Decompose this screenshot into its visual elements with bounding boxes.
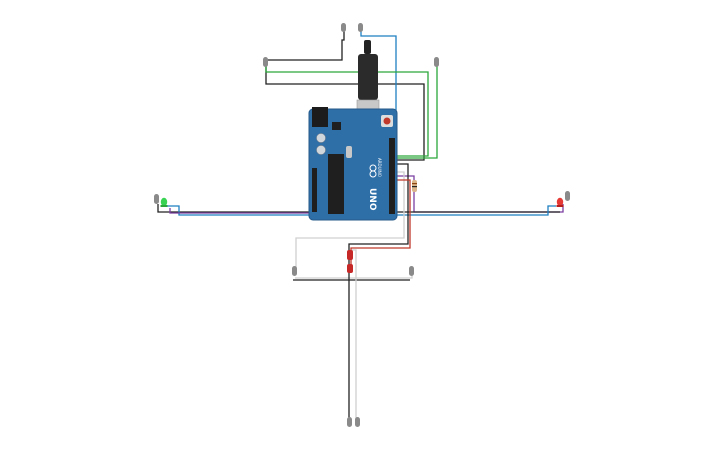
led-red-bottom-2[interactable] [347, 264, 353, 273]
wire-purple-right[interactable] [396, 175, 564, 213]
power-jack [312, 107, 328, 127]
wire-green-1[interactable] [265, 66, 429, 157]
resistor-band-1 [412, 183, 417, 185]
led-red-right-base [556, 205, 564, 207]
led-red-right-dome [556, 197, 564, 207]
led-red-right[interactable] [556, 197, 564, 207]
sensor-lower-right[interactable] [409, 266, 414, 276]
sensor-bottom-pair[interactable] [347, 417, 360, 427]
logo-infinity-right [369, 170, 377, 178]
sensor-top-pair[interactable] [341, 23, 363, 32]
atmega-chip [328, 154, 344, 214]
sensor-lower-left[interactable] [292, 266, 297, 276]
wire-white-left[interactable] [295, 171, 405, 270]
wire-group [157, 30, 564, 420]
sensor-bulb-upper-right [434, 57, 439, 67]
led-green-dome [160, 197, 168, 207]
crystal [346, 146, 352, 158]
wire-white-right[interactable] [295, 275, 413, 279]
arduino-uno-board[interactable]: UNO ARDUINO [308, 107, 398, 221]
capacitor-1 [316, 133, 326, 143]
led-red-bottom-1[interactable] [347, 250, 353, 260]
led-red-bottom-2-body [347, 264, 353, 273]
led-green[interactable] [160, 197, 168, 207]
sensor-bulb-top-left [341, 23, 346, 32]
sensor-bulb-bottom-right [355, 417, 360, 427]
sensor-bulb-mid-right [565, 191, 570, 201]
wire-green-2[interactable] [397, 64, 438, 159]
led-red-bottom-1-body [347, 250, 353, 260]
board-logo-text: UNO [367, 188, 377, 211]
usb-cable-body [358, 54, 378, 100]
digital-header-top [389, 138, 395, 214]
wire-black-left[interactable] [157, 204, 560, 213]
usb-plug-tip [364, 40, 371, 54]
sensor-mid-left[interactable] [154, 194, 159, 204]
sensor-upper-right[interactable] [434, 57, 439, 67]
capacitor-2 [316, 145, 326, 155]
sensor-bulb-lower-left [292, 266, 297, 276]
led-green-base [160, 205, 168, 207]
sensor-bulb-upper-left [263, 57, 268, 67]
board-brand-text: ARDUINO [377, 158, 382, 177]
sensor-bulb-bottom-left [347, 417, 352, 427]
reset-button[interactable] [383, 117, 391, 125]
wire-black-vertical-bottom[interactable] [348, 163, 409, 420]
small-chip [332, 122, 341, 130]
sensor-bulb-lower-right [409, 266, 414, 276]
sensor-bulb-top-right [358, 23, 363, 32]
power-header [312, 168, 317, 212]
resistor[interactable] [412, 180, 417, 192]
resistor-band-2 [412, 186, 417, 188]
sensor-mid-right[interactable] [565, 191, 570, 201]
sensor-upper-left[interactable] [263, 57, 268, 67]
wire-white-vertical-bottom[interactable] [352, 249, 357, 420]
sensor-bulb-mid-left [154, 194, 159, 204]
